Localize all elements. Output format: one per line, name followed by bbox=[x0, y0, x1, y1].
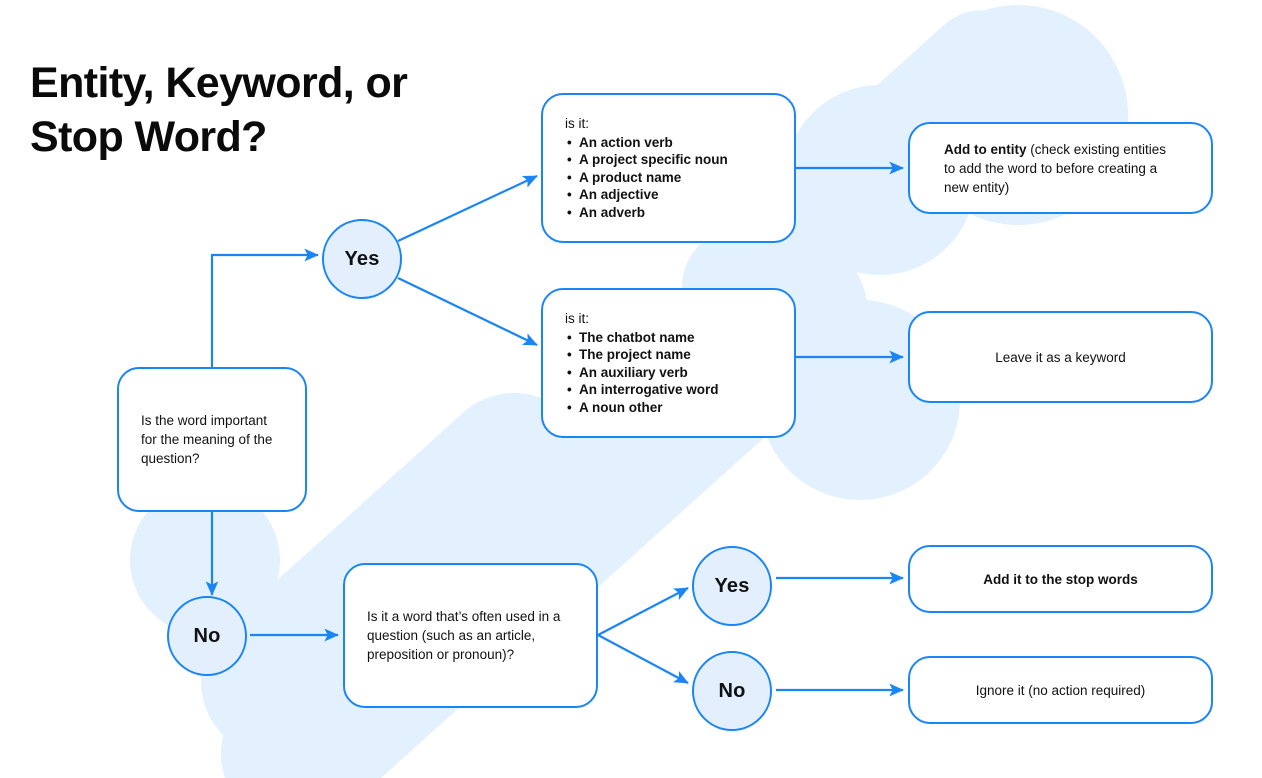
edge-yes-to-keyword-check bbox=[397, 277, 538, 346]
entity-check-intro: is it: bbox=[565, 115, 590, 131]
add-to-entity-bold: Add to entity bbox=[944, 141, 1027, 157]
node-add-stop-words[interactable]: Add it to the stop words bbox=[908, 545, 1213, 613]
entity-check-list: An action verb A project specific noun A… bbox=[565, 134, 772, 222]
node-start-question[interactable]: Is the word important for the meaning of… bbox=[117, 367, 307, 512]
node-leave-keyword[interactable]: Leave it as a keyword bbox=[908, 311, 1213, 403]
edge-stopword-to-no bbox=[597, 634, 689, 684]
yes-branch-label: Yes bbox=[344, 247, 380, 270]
list-item: The project name bbox=[567, 346, 772, 364]
list-item: A project specific noun bbox=[567, 151, 772, 169]
no-branch-label: No bbox=[193, 624, 221, 647]
list-item: The chatbot name bbox=[567, 329, 772, 347]
node-stopword-question[interactable]: Is it a word that’s often used in a ques… bbox=[343, 563, 598, 708]
add-stop-words-text: Add it to the stop words bbox=[983, 571, 1138, 587]
node-no-branch[interactable]: No bbox=[167, 596, 247, 676]
list-item: A noun other bbox=[567, 399, 772, 417]
keyword-check-intro: is it: bbox=[565, 310, 590, 326]
list-item: An action verb bbox=[567, 134, 772, 152]
list-item: An adjective bbox=[567, 186, 772, 204]
node-ignore-it[interactable]: Ignore it (no action required) bbox=[908, 656, 1213, 724]
start-question-text: Is the word important for the meaning of… bbox=[141, 413, 273, 466]
keyword-check-list: The chatbot name The project name An aux… bbox=[565, 329, 772, 417]
leave-keyword-text: Leave it as a keyword bbox=[995, 349, 1126, 365]
node-stop-yes[interactable]: Yes bbox=[692, 546, 772, 626]
page-title: Entity, Keyword, or Stop Word? bbox=[30, 59, 408, 161]
edge-start-to-yes bbox=[210, 248, 319, 367]
list-item: A product name bbox=[567, 169, 772, 187]
node-keyword-check[interactable]: is it: The chatbot name The project name… bbox=[541, 288, 796, 438]
list-item: An adverb bbox=[567, 204, 772, 222]
node-stop-no[interactable]: No bbox=[692, 651, 772, 731]
list-item: An interrogative word bbox=[567, 381, 772, 399]
edge-stopword-to-yes bbox=[597, 587, 689, 636]
edge-yes-to-entity-check bbox=[397, 175, 538, 242]
stop-no-label: No bbox=[718, 679, 746, 702]
node-yes-branch[interactable]: Yes bbox=[322, 219, 402, 299]
ignore-it-text: Ignore it (no action required) bbox=[975, 682, 1146, 698]
node-entity-check[interactable]: is it: An action verb A project specific… bbox=[541, 93, 796, 243]
list-item: An auxiliary verb bbox=[567, 364, 772, 382]
stop-yes-label: Yes bbox=[714, 574, 750, 597]
node-add-to-entity[interactable]: Add to entity (check existing entities t… bbox=[908, 122, 1213, 214]
stopword-question-text: Is it a word that’s often used in a ques… bbox=[367, 609, 561, 662]
add-to-entity-text: Add to entity (check existing entities t… bbox=[944, 140, 1177, 197]
